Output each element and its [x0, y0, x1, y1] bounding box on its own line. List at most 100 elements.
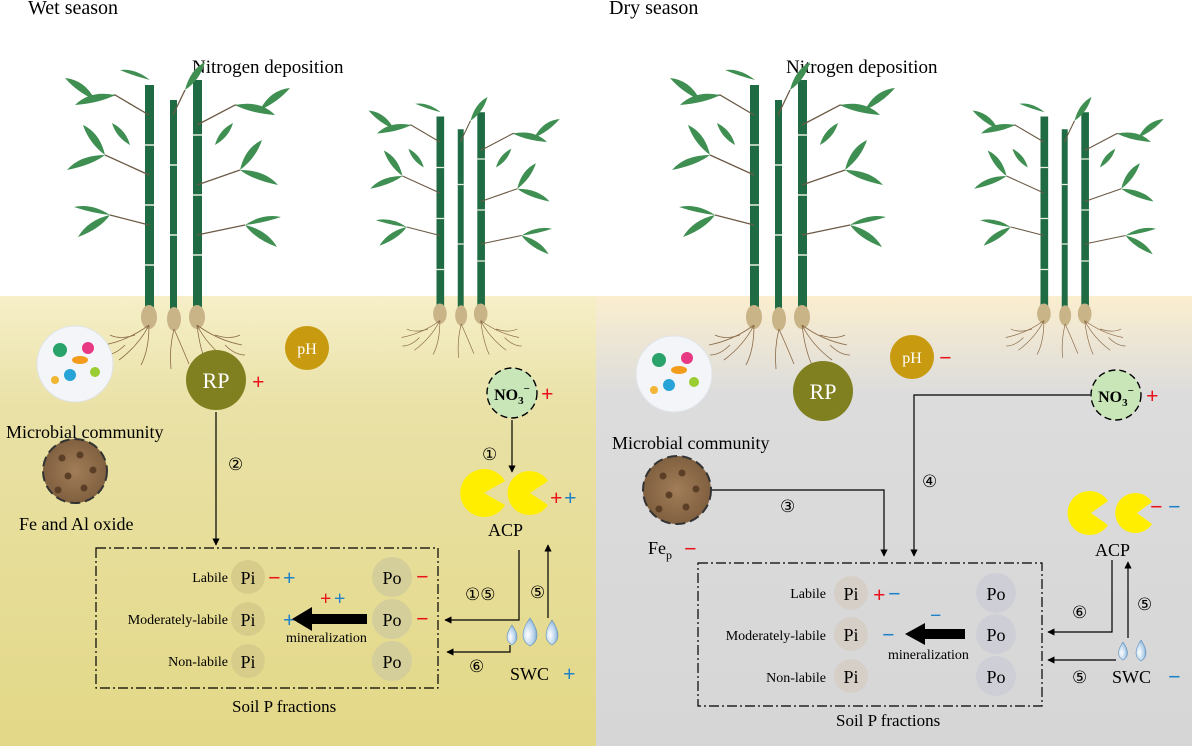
wet-swc-label: SWC [510, 664, 549, 684]
dry-title: Dry season [609, 0, 698, 19]
wet-pi-node [231, 560, 265, 594]
dry-step-swc-box: ⑤ [1072, 668, 1087, 687]
wet-rp-node [186, 350, 246, 410]
dry-fractions-box [697, 562, 1043, 707]
wet-pi-sign-blue: + [283, 565, 296, 590]
wet-oxide-icon [42, 438, 108, 504]
dry-ph-sign: − [939, 345, 952, 370]
dry-rp-label: RP [810, 379, 837, 404]
wet-po-sign: − [416, 564, 429, 589]
dry-acp-label: ACP [1095, 540, 1130, 560]
dry-no3-sub: 3 [1122, 397, 1128, 409]
dry-rp-node [793, 361, 853, 421]
dry-fractions-label: Soil P fractions [836, 711, 940, 730]
dry-step-no3: ④ [922, 472, 937, 491]
dry-mineralization-label: mineralization [888, 648, 969, 663]
dry-fep-sub: p [666, 548, 672, 562]
wet-nitrogen-label: Nitrogen deposition [192, 57, 344, 78]
dry-po-label: Po [986, 667, 1005, 687]
wet-swc-icon [506, 617, 559, 647]
wet-po-label: Po [382, 652, 401, 672]
wet-step-swc-box: ⑥ [469, 657, 484, 676]
dry-no3-sign: + [1146, 383, 1159, 408]
wet-rp-label: RP [203, 368, 230, 393]
dry-fep-label: Fep [648, 538, 672, 562]
dry-row-labile: Labile Pi + − Po [790, 573, 1016, 613]
dry-arrows [712, 394, 1132, 664]
dry-microbe-icon [635, 335, 713, 413]
dry-step-micro: ③ [780, 497, 795, 516]
dry-acp-sign-blue: − [1168, 494, 1181, 519]
dry-acp-sign-red: − [1150, 494, 1163, 519]
wet-acp-sign-blue: + [564, 485, 577, 510]
wet-pi-label: Pi [240, 652, 255, 672]
dry-microbial-label: Microbial community [612, 433, 769, 453]
wet-acp-sign-red: + [550, 485, 563, 510]
dry-po-label: Po [986, 584, 1005, 604]
dry-nitrogen-label: Nitrogen deposition [786, 57, 938, 78]
wet-step-swc-acp: ⑤ [530, 583, 545, 602]
wet-pi-label: Pi [240, 610, 255, 630]
wet-row-label: Labile [192, 571, 228, 586]
dry-no3-sup: − [1128, 385, 1134, 397]
wet-step-to-box: ①⑤ [465, 585, 495, 604]
dry-row-moderate: Moderately-labile Pi − Po [726, 614, 1016, 654]
wet-mineral-sign-red: + [320, 588, 331, 610]
wet-fractions-label: Soil P fractions [232, 697, 336, 716]
dry-pi-label: Pi [843, 625, 858, 645]
dry-fep-sign: − [684, 536, 697, 561]
wet-pi-sign-red: − [268, 565, 281, 590]
wet-microbe-icon [36, 325, 114, 403]
wet-pi-node [231, 644, 265, 678]
dry-step-acp-box: ⑥ [1072, 603, 1087, 622]
wet-no3-label: NO3− [494, 383, 530, 407]
dry-row-label: Non-labile [766, 671, 826, 686]
wet-row-moderate: Moderately-labile Pi + Po − [128, 599, 429, 639]
wet-title: Wet season [28, 0, 118, 19]
wet-po-node [372, 641, 412, 681]
dry-swc-icon [1118, 639, 1147, 662]
wet-row-nonlabile: Non-labile Pi Po [168, 641, 412, 681]
dry-mineralization-arrow [905, 623, 965, 645]
dry-pi-node [834, 576, 868, 610]
dry-swc-label: SWC [1112, 667, 1151, 687]
dry-no3-label: NO3− [1098, 385, 1134, 409]
wet-po-label: Po [382, 610, 401, 630]
dry-acp-icon [1067, 491, 1152, 536]
wet-no3-sub: 3 [518, 395, 524, 407]
wet-po-sign: − [416, 606, 429, 631]
dry-row-label: Labile [790, 587, 826, 602]
dry-po-node [976, 614, 1016, 654]
dry-po-node [976, 573, 1016, 613]
wet-ph-label: pH [297, 341, 317, 358]
dry-pi-sign-blue: − [888, 581, 901, 606]
wet-po-node [372, 599, 412, 639]
wet-step-rp: ② [228, 455, 243, 474]
wet-swc-sign: + [563, 661, 576, 686]
wet-rp-sign: + [252, 369, 265, 394]
dry-no3-node [1090, 369, 1142, 421]
dry-pi-sign-red: + [873, 582, 886, 607]
dry-row-label: Moderately-labile [726, 629, 826, 644]
wet-mineral-sign-blue: + [334, 588, 345, 610]
wet-row-label: Moderately-labile [128, 613, 228, 628]
wet-fractions-box [95, 547, 439, 689]
dry-po-node [976, 656, 1016, 696]
wet-pi-sign-blue: + [283, 607, 296, 632]
dry-row-nonlabile: Non-labile Pi Po [766, 656, 1016, 696]
wet-po-label: Po [382, 568, 401, 588]
wet-microbial-label: Microbial community [6, 422, 163, 442]
wet-row-labile: Labile Pi − + Po − [192, 557, 429, 597]
dry-swc-sign: − [1168, 664, 1181, 689]
wet-row-label: Non-labile [168, 655, 228, 670]
wet-acp-label: ACP [488, 520, 523, 540]
dry-ph-node [890, 335, 934, 379]
dry-pi-node [834, 659, 868, 693]
wet-step-no3: ① [482, 445, 497, 464]
wet-no3-sign: + [541, 381, 554, 406]
wet-no3-sup: − [524, 383, 530, 395]
wet-arrows [212, 412, 552, 656]
dry-ph-label: pH [902, 350, 922, 367]
wet-pi-label: Pi [240, 568, 255, 588]
dry-pi-label: Pi [843, 667, 858, 687]
